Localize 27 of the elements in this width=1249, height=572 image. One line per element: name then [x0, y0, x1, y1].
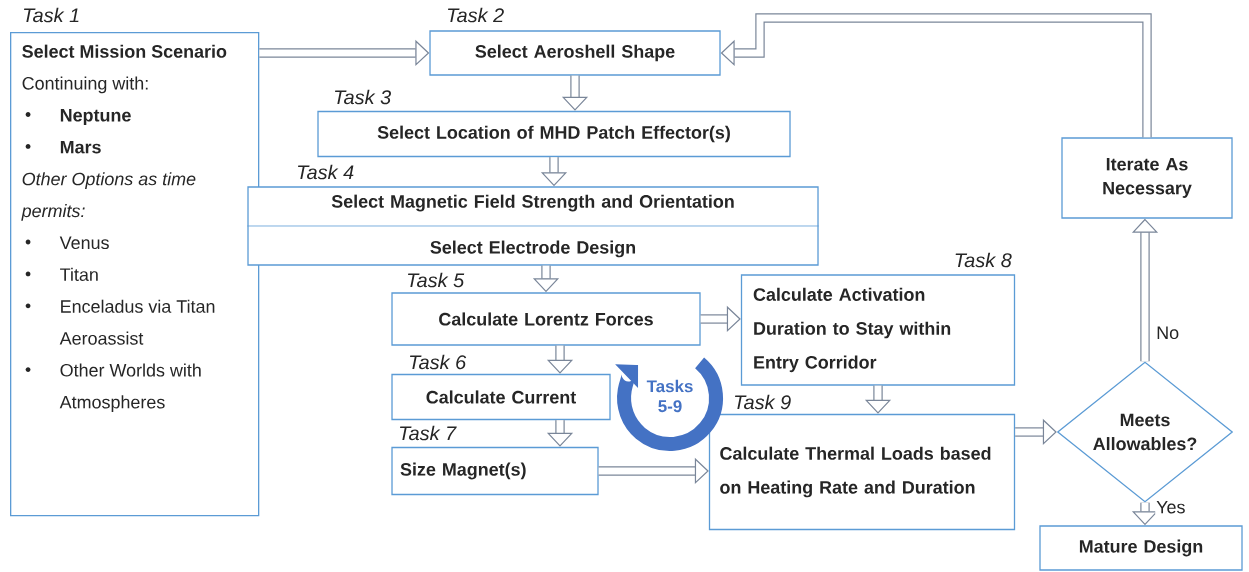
- node-label: Venus: [59, 236, 109, 250]
- process-box: Iterate As Necessary: [1061, 137, 1233, 219]
- cycle-label: Tasks 5-9: [646, 379, 693, 413]
- task-label: Task 5: [408, 272, 465, 288]
- node-label: Other Options as time permits:: [21, 172, 196, 221]
- task-label: Task 6: [410, 354, 467, 370]
- task-label: Task 4: [298, 164, 354, 180]
- process-box: Calculate Thermal Loads based on Heating Rate and Duration: [708, 413, 1016, 531]
- node-label: Select Mission Scenario: [22, 44, 227, 58]
- node-label: Enceladus via Titan Aeroassist: [59, 299, 215, 345]
- edge-label: No: [1155, 325, 1181, 341]
- block-arrow: [720, 13, 1152, 138]
- node-label: Continuing with:: [22, 76, 148, 94]
- process-box: Calculate Activation Duration to Stay within Entry Corridor: [740, 274, 1016, 386]
- process-box: Select Magnetic Field Strength and Orientation Select Electrode Design: [247, 186, 819, 266]
- task-label: Task 9: [735, 394, 791, 410]
- node-label: Neptune: [60, 109, 131, 126]
- task-label: Task 8: [955, 252, 1012, 268]
- task-label: Task 3: [335, 89, 391, 105]
- node-label: Mars: [60, 140, 101, 154]
- node-label: Titan: [60, 267, 98, 281]
- task-label: Task 2: [448, 7, 504, 23]
- process-box: Select Mission Scenario Continuing with: Neptune Mars Other Options as time permits: Venus Titan Enceladus via Titan Aeroassist Other Worlds with Atmospheres: [10, 32, 260, 517]
- node-label: Other Worlds with Atmospheres: [59, 363, 201, 413]
- task-label: Task 7: [400, 425, 457, 441]
- task-label: Task 1: [24, 7, 79, 23]
- edge-label: Yes: [1155, 499, 1187, 515]
